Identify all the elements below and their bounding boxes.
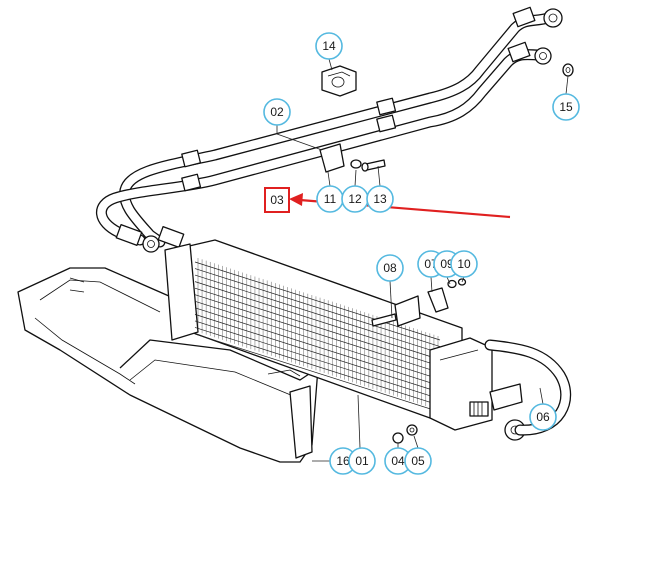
callout-11[interactable]: 11 bbox=[316, 185, 344, 213]
pipe-clamp-part bbox=[321, 65, 357, 97]
callout-02[interactable]: 02 bbox=[263, 98, 291, 126]
oil-lines bbox=[96, 6, 574, 253]
callout-label: 14 bbox=[322, 39, 336, 53]
callout-label: 13 bbox=[373, 192, 387, 206]
callout-label: 08 bbox=[383, 261, 397, 275]
callout-14[interactable]: 14 bbox=[315, 32, 343, 60]
callout-05[interactable]: 05 bbox=[404, 447, 432, 475]
callout-04[interactable]: 04 bbox=[384, 447, 412, 475]
callout-label: 04 bbox=[391, 454, 405, 468]
callout-06[interactable]: 06 bbox=[529, 403, 557, 431]
callout-label: 10 bbox=[457, 257, 471, 271]
callout-label: 16 bbox=[336, 454, 350, 468]
pipe-bracket-part bbox=[319, 143, 386, 173]
highlighted-part-number: 03 bbox=[270, 193, 284, 207]
oil-cooler-part bbox=[164, 239, 572, 444]
callout-label: 01 bbox=[355, 454, 369, 468]
callout-label: 05 bbox=[411, 454, 425, 468]
callout-label: 06 bbox=[536, 410, 550, 424]
callout-10[interactable]: 10 bbox=[450, 250, 478, 278]
highlighted-part-label[interactable]: 03 bbox=[264, 187, 290, 213]
callout-label: 15 bbox=[559, 100, 573, 114]
air-duct-part bbox=[17, 267, 319, 463]
leader-lines bbox=[276, 58, 569, 462]
callout-12[interactable]: 12 bbox=[341, 185, 369, 213]
callout-label: 11 bbox=[324, 192, 337, 206]
callout-label: 12 bbox=[348, 192, 362, 206]
callout-label: 02 bbox=[270, 105, 284, 119]
callout-15[interactable]: 15 bbox=[552, 93, 580, 121]
callout-08[interactable]: 08 bbox=[376, 254, 404, 282]
callout-13[interactable]: 13 bbox=[366, 185, 394, 213]
callout-label: 09 bbox=[440, 257, 454, 271]
callout-01[interactable]: 01 bbox=[348, 447, 376, 475]
